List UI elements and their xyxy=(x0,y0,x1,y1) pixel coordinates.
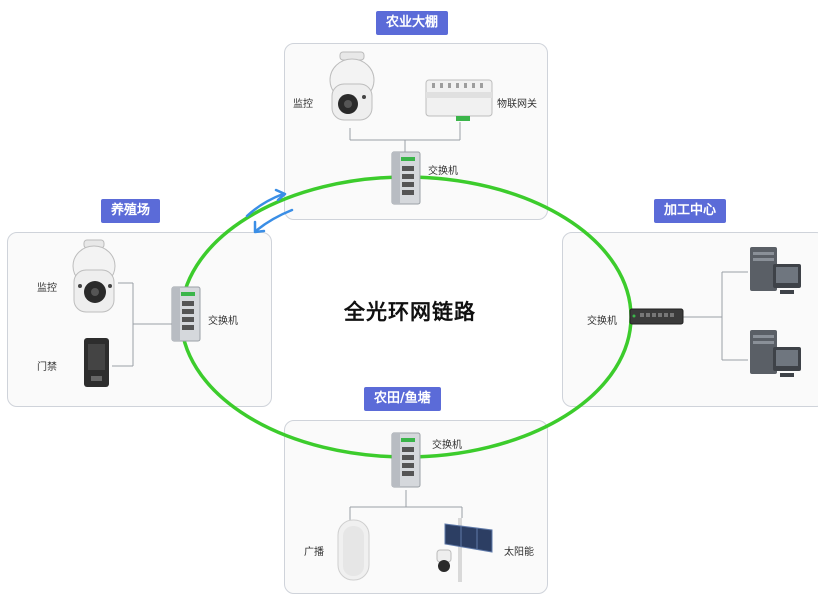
field-switch-icon xyxy=(391,432,421,488)
greenhouse-gateway-label: 物联网关 xyxy=(497,99,537,110)
greenhouse-camera-icon xyxy=(329,51,375,121)
farm-door-label: 门禁 xyxy=(37,362,57,373)
broadcast-speaker-icon xyxy=(337,519,370,581)
ring-direction-arrows xyxy=(245,188,294,234)
farm-camera-label: 监控 xyxy=(37,283,57,294)
farm-switch-label: 交换机 xyxy=(208,316,238,327)
iot-gateway-icon xyxy=(425,79,493,121)
field-tag: 农田/鱼塘 xyxy=(364,387,441,411)
door-access-icon xyxy=(84,338,109,387)
field-broadcast-label: 广播 xyxy=(304,547,324,558)
field-solar-label: 太阳能 xyxy=(504,547,534,558)
server-icon-1 xyxy=(750,247,801,294)
greenhouse-switch-icon xyxy=(391,151,421,205)
farm-tag: 养殖场 xyxy=(101,199,161,223)
field-switch-label: 交换机 xyxy=(432,440,462,451)
server-icon-2 xyxy=(750,330,801,377)
processing-switch-label: 交换机 xyxy=(587,316,617,327)
solar-camera-icon xyxy=(436,518,493,582)
farm-panel xyxy=(7,232,272,407)
greenhouse-switch-label: 交换机 xyxy=(428,166,458,177)
farm-camera-icon xyxy=(72,239,116,313)
farm-switch-icon xyxy=(171,286,201,342)
rack-switch-icon xyxy=(629,308,684,325)
ring-title: 全光环网链路 xyxy=(344,300,476,324)
greenhouse-camera-label: 监控 xyxy=(293,99,313,110)
greenhouse-tag: 农业大棚 xyxy=(376,11,449,35)
processing-tag: 加工中心 xyxy=(654,199,727,223)
connector-lines xyxy=(112,122,748,520)
